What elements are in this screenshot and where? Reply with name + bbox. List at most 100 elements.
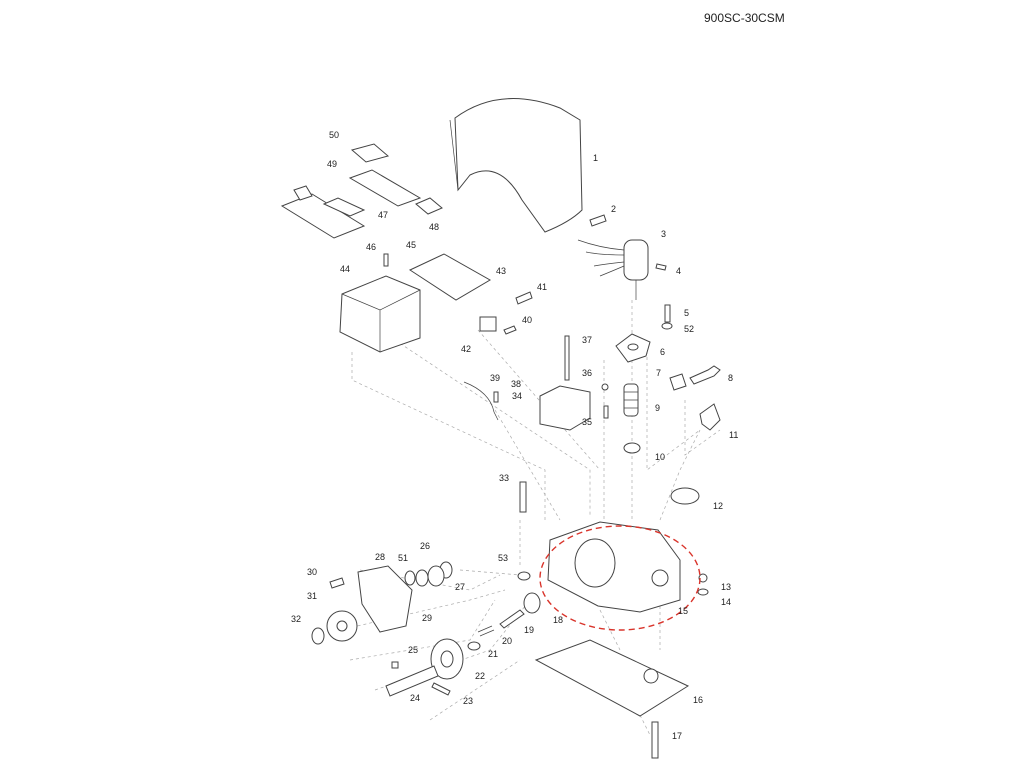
- callout-46: 46: [366, 242, 376, 252]
- model-code: 900SC-30CSM: [704, 11, 785, 25]
- flange-hole: [627, 343, 639, 351]
- callout-28: 28: [375, 552, 385, 562]
- assembly-guide-lines: [339, 300, 721, 736]
- callout-36: 36: [582, 368, 592, 378]
- callout-18: 18: [553, 615, 563, 625]
- pin-part: [431, 682, 451, 696]
- callout-30: 30: [307, 567, 317, 577]
- callout-33: 33: [499, 473, 509, 483]
- spring-part: [477, 625, 495, 637]
- callout-50: 50: [329, 130, 339, 140]
- nut-part: [601, 383, 609, 391]
- washer-part: [404, 570, 416, 586]
- callout-41: 41: [537, 282, 547, 292]
- bearing-part: [427, 565, 445, 587]
- rail-part: [280, 193, 366, 239]
- base-plate-hole: [643, 668, 659, 684]
- callout-9: 9: [655, 403, 660, 413]
- callout-10: 10: [655, 452, 665, 462]
- callout-39: 39: [490, 373, 500, 383]
- callout-48: 48: [429, 222, 439, 232]
- screw-part: [383, 253, 389, 267]
- callout-21: 21: [488, 649, 498, 659]
- bolt-part: [651, 721, 659, 759]
- washer-part: [467, 641, 481, 651]
- block-part: [322, 197, 366, 217]
- callout-31: 31: [307, 591, 317, 601]
- callout-44: 44: [340, 264, 350, 274]
- base-plate-part: [534, 639, 690, 717]
- callout-52: 52: [684, 324, 694, 334]
- nut-part: [698, 573, 708, 583]
- screw-part: [493, 391, 499, 403]
- shaft-part: [499, 609, 525, 629]
- small-plate-part: [699, 403, 721, 431]
- screw-part: [589, 214, 607, 227]
- callout-47: 47: [378, 210, 388, 220]
- control-board-part: [408, 253, 492, 301]
- callout-43: 43: [496, 266, 506, 276]
- cap-part: [670, 487, 700, 505]
- nut-part: [517, 571, 531, 581]
- housing-hole: [651, 569, 669, 587]
- key-part: [689, 365, 721, 385]
- pinion-hub: [336, 620, 348, 632]
- callout-11: 11: [729, 430, 738, 440]
- housing-bore: [574, 538, 616, 588]
- cover-part: [350, 143, 390, 163]
- callout-26: 26: [420, 541, 430, 551]
- callout-19: 19: [524, 625, 534, 635]
- bolt-part: [664, 304, 671, 323]
- callout-8: 8: [728, 373, 733, 383]
- callout-53: 53: [498, 553, 508, 563]
- bolt-part: [519, 481, 527, 513]
- highlight-ring: [539, 525, 701, 631]
- callout-13: 13: [721, 582, 731, 592]
- callout-16: 16: [693, 695, 703, 705]
- connector-part: [479, 316, 497, 332]
- callout-23: 23: [463, 696, 473, 706]
- callout-12: 12: [713, 501, 723, 511]
- retaining-ring-part: [311, 627, 325, 645]
- callout-1: 1: [593, 153, 598, 163]
- callout-14: 14: [721, 597, 731, 607]
- callout-32: 32: [291, 614, 301, 624]
- washer-part: [661, 322, 673, 330]
- callout-17: 17: [672, 731, 682, 741]
- transformer-part: [539, 385, 591, 431]
- callout-35: 35: [582, 417, 592, 427]
- callout-7: 7: [656, 368, 661, 378]
- callout-6: 6: [660, 347, 665, 357]
- motor-part: [623, 239, 649, 281]
- gear-hub: [440, 650, 454, 668]
- rail-part: [348, 169, 422, 207]
- screw-part: [655, 263, 667, 271]
- clip-part: [415, 197, 443, 215]
- bearing-part: [623, 442, 641, 454]
- screw-part: [515, 291, 533, 305]
- callout-38: 38: [511, 379, 521, 389]
- output-shaft-part: [385, 665, 439, 697]
- release-lever-part: [357, 565, 413, 633]
- callout-27: 27: [455, 582, 465, 592]
- cover-part: [454, 98, 583, 233]
- callout-49: 49: [327, 159, 337, 169]
- callout-42: 42: [461, 344, 471, 354]
- callout-29: 29: [422, 613, 432, 623]
- washer-part: [415, 569, 429, 587]
- callout-5: 5: [684, 308, 689, 318]
- callout-45: 45: [406, 240, 416, 250]
- screw-part: [503, 325, 517, 335]
- callout-4: 4: [676, 266, 681, 276]
- washer-part: [697, 588, 709, 596]
- callout-3: 3: [661, 229, 666, 239]
- callout-24: 24: [410, 693, 420, 703]
- callout-51: 51: [398, 553, 408, 563]
- callout-15: 15: [678, 606, 688, 616]
- screw-part: [329, 577, 345, 589]
- clip-part: [293, 185, 313, 201]
- ground-wire-part: [463, 381, 499, 421]
